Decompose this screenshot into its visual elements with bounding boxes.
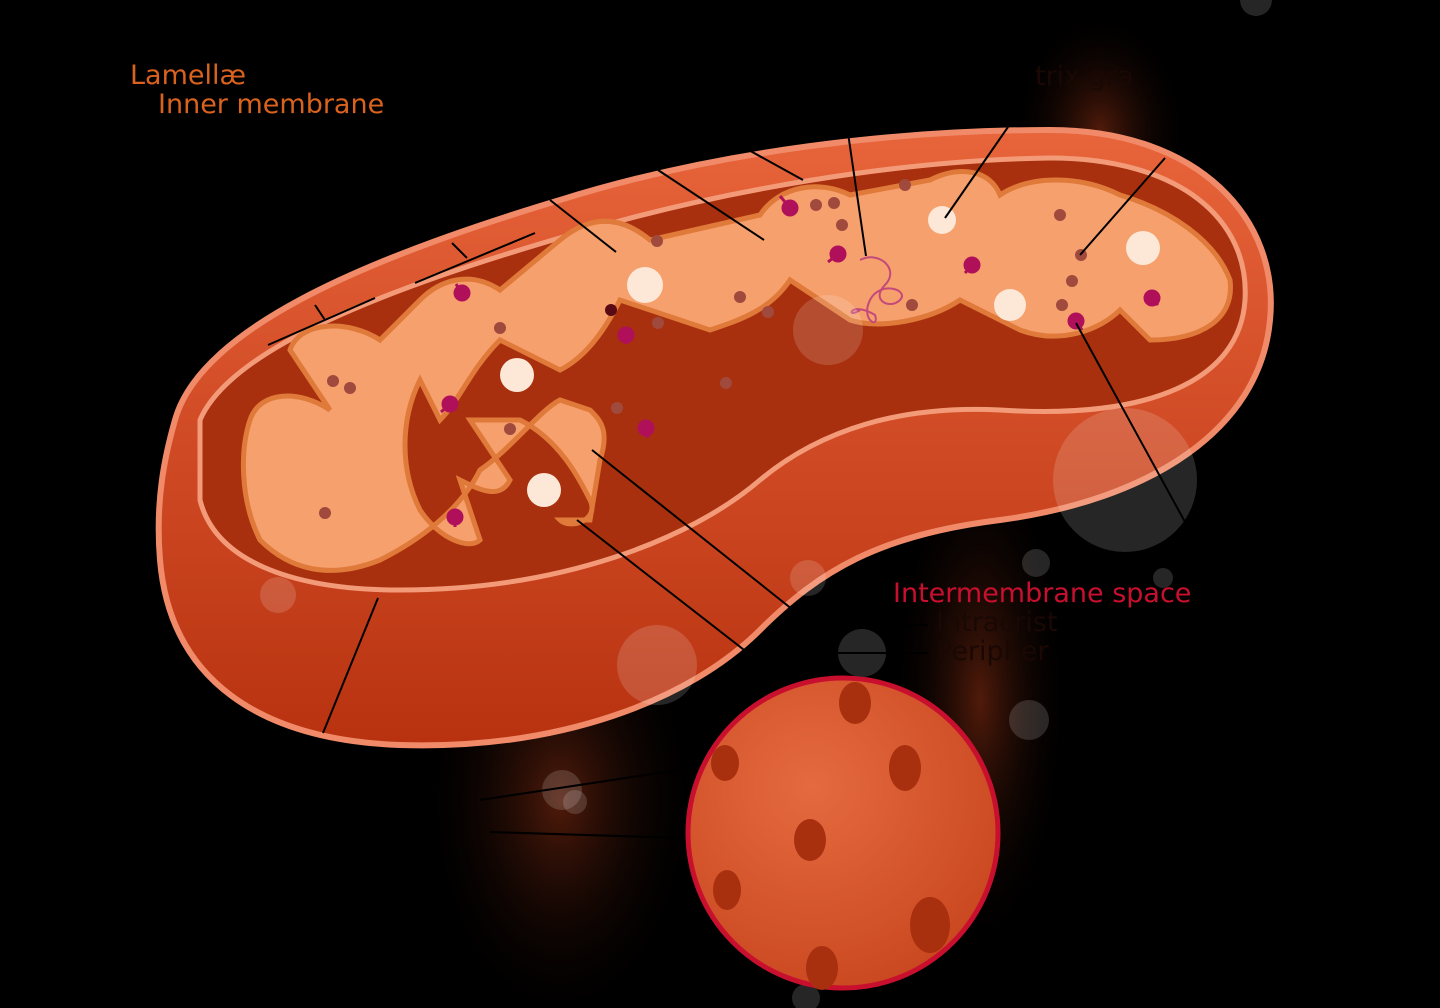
- label-peripheral-space: Peripher: [936, 636, 1049, 667]
- inner-membrane-cristae: [240, 169, 1233, 573]
- label-matrix-granule: trix gra: [1035, 61, 1134, 92]
- mitochondrial-dna: [850, 256, 903, 324]
- label-inner-membrane: Inner membrane: [158, 89, 385, 120]
- porins: [711, 682, 950, 990]
- label-intermembrane-space: Intermembrane space: [893, 578, 1192, 609]
- leader-lines: [267, 126, 1186, 843]
- atp-synthase-particles: [440, 195, 1161, 527]
- label-lamellae: Lamellæ: [130, 60, 247, 91]
- matrix-granules: [319, 179, 1087, 519]
- label-intracristal-space: Intracrist: [936, 607, 1058, 638]
- outer-membrane-inset: [685, 675, 1001, 991]
- bubbles: [260, 0, 1272, 1008]
- ribosome-spots: [500, 206, 1160, 507]
